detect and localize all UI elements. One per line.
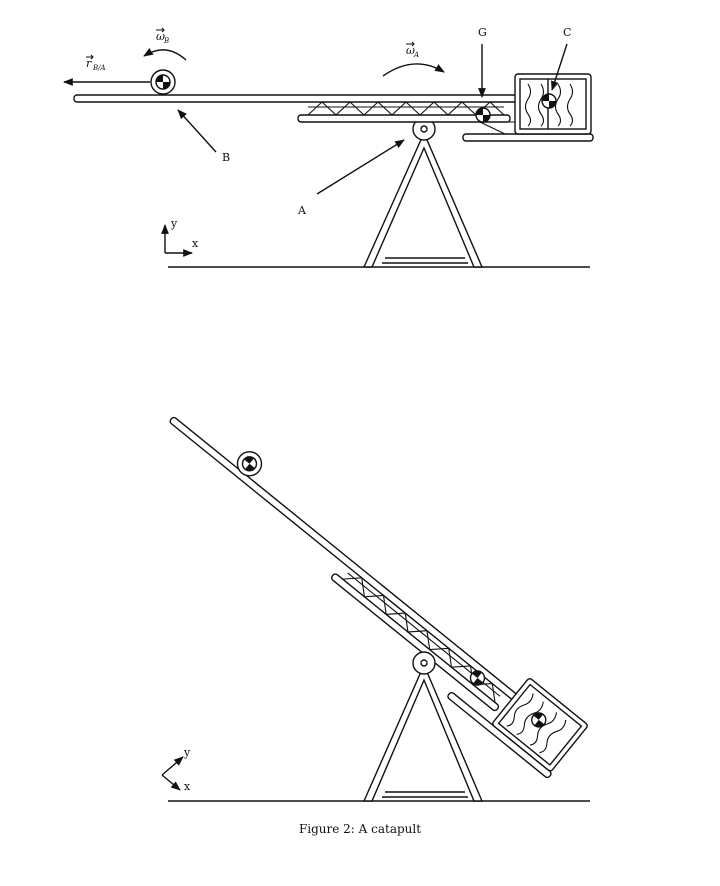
pivot-hole-bottom (420, 659, 428, 667)
omega-b-label: ω (156, 30, 165, 43)
cg-marker-c-top (541, 93, 557, 109)
omega-b-sub: B (163, 37, 169, 45)
omega-a-sub: A (413, 51, 419, 59)
omega-a-label: ω (406, 44, 415, 57)
bucket-rail-top (462, 133, 594, 142)
point-a-label: A (297, 204, 307, 217)
long-arm-top (73, 94, 519, 103)
figure-caption: Figure 2: A catapult (298, 822, 422, 836)
bottom-diagram: y x (161, 416, 590, 802)
point-g-label: G (478, 26, 487, 39)
point-b-arrow (177, 109, 217, 153)
truss-top (307, 101, 505, 116)
axes-bottom: y x (161, 746, 191, 793)
r-ba-sub: B/A (92, 64, 106, 72)
axis-x-label-top: x (192, 237, 199, 250)
omega-a-arrow (382, 63, 445, 77)
top-diagram: r B/A ω B ω A G C B A y x (63, 26, 594, 268)
axis-x-label-bottom: x (184, 780, 191, 793)
point-c-arrow (551, 43, 568, 91)
lower-arm-top (297, 114, 511, 123)
stand-bottom (362, 663, 484, 802)
cg-marker-g-top (475, 107, 491, 123)
cg-marker-b-top (155, 74, 171, 90)
pivot-hole-top (420, 125, 428, 133)
axes-top: y x (161, 217, 199, 257)
r-ba-vector-arrow (86, 54, 94, 60)
axis-y-label-top: y (170, 217, 178, 230)
point-a-arrow (316, 139, 405, 195)
r-ba-label: r (86, 57, 92, 70)
catapult-arm-bottom (169, 416, 588, 779)
axis-y-label-bottom: y (183, 746, 191, 759)
point-b-label: B (222, 151, 230, 164)
stand-top (362, 117, 484, 268)
point-c-label: C (563, 26, 571, 39)
omega-b-arrow (143, 47, 187, 61)
pivot-circle-bottom (412, 651, 436, 675)
